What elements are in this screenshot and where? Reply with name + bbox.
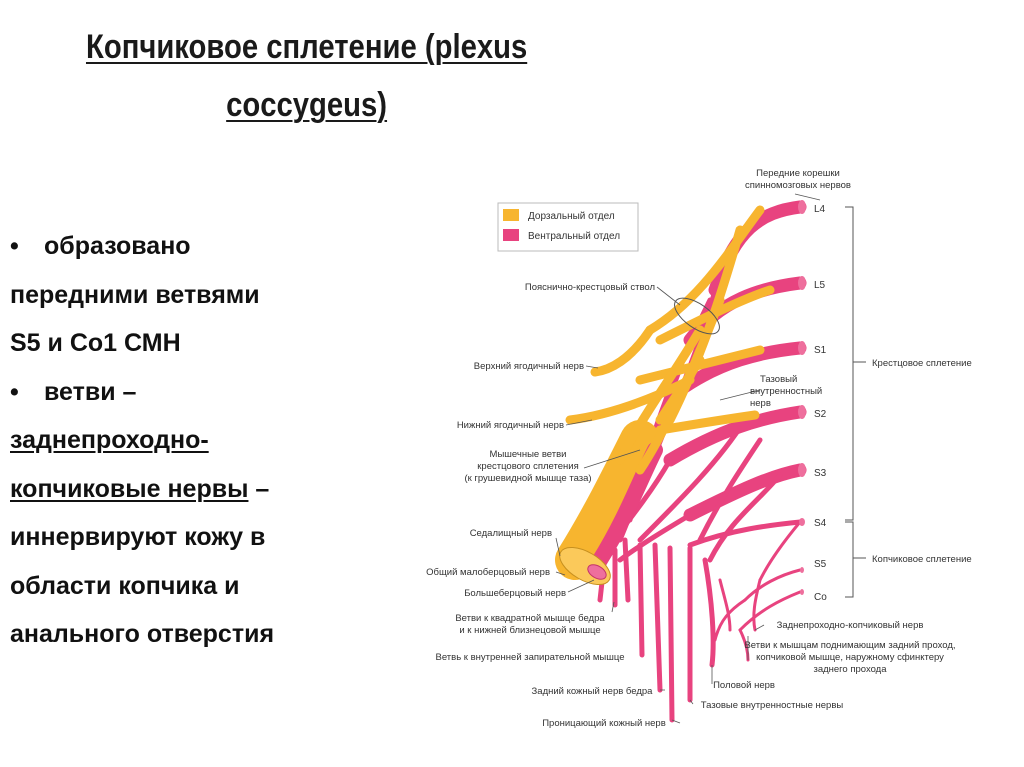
label-top-2: спинномозговых нервов	[745, 180, 851, 191]
label-perforating: Проницающий кожный нерв	[542, 718, 666, 729]
slide-title: Копчиковое сплетение (plexus coccygeus)	[40, 18, 573, 134]
label-peroneal: Общий малоберцовый нерв	[426, 567, 550, 578]
root-label-s3: S3	[814, 468, 827, 479]
text-line: анального отверстия	[10, 620, 275, 648]
label-quadratus-2: и к нижней близнецовой мышце	[459, 625, 600, 636]
root-trunk-s3	[683, 463, 807, 522]
legend-label-dorsal: Дорзальный отдел	[528, 211, 615, 222]
label-sup-gluteal: Верхний ягодичный нерв	[474, 361, 584, 372]
root-label-s2: S2	[814, 409, 827, 420]
sciatic-trunk-dorsal	[555, 420, 660, 580]
label-post-femoral: Задний кожный нерв бедра	[532, 686, 654, 697]
bullet-item-2: •ветви –	[10, 368, 390, 417]
label-levator-1: Ветви к мышцам поднимающим задний проход…	[744, 640, 955, 651]
dorsal-fibers	[565, 205, 775, 475]
underlined-term: копчиковые нервы	[10, 474, 249, 503]
sacral-bracket	[845, 206, 854, 521]
label-splanchnic-2: внутренностный	[750, 386, 822, 397]
label-top-1: Передние корешки	[756, 168, 840, 179]
text-line: передними ветвями	[10, 280, 260, 309]
bullet-icon: •	[10, 232, 19, 260]
label-levator-2: копчиковой мышце, наружному сфинктеру	[756, 652, 944, 663]
text-line: иннервируют кожу в	[10, 523, 266, 551]
label-levator-3: заднего прохода	[813, 664, 887, 675]
lumbosacral-trunk-marker	[674, 297, 720, 335]
label-obturator: Ветвь к внутренней запирательной мышце	[436, 652, 625, 663]
text-line: копчиковые нервы –	[10, 474, 270, 503]
title-line-2: coccygeus)	[226, 86, 388, 124]
bracket-label-sacral: Крестцовое сплетение	[872, 358, 972, 369]
bracket-label-coccygeal: Копчиковое сплетение	[872, 554, 972, 565]
tibial-cut-end	[587, 564, 607, 580]
root-label-l5: L5	[814, 280, 826, 291]
legend-swatch-dorsal	[503, 209, 519, 221]
label-muscular-1: Мышечные ветви	[490, 449, 567, 460]
bullet-icon: •	[10, 377, 19, 406]
bullet-item-1: •образовано	[10, 222, 390, 271]
nerve-drawing	[555, 200, 807, 723]
root-end-caps	[798, 200, 806, 595]
label-quadratus-1: Ветви к квадратной мышце бедра	[455, 613, 605, 624]
root-label-l4: L4	[814, 204, 826, 215]
label-inf-gluteal: Нижний ягодичный нерв	[457, 420, 564, 431]
text-line: S5 и Со1 СМН	[10, 329, 181, 357]
root-label-s4: S4	[814, 518, 827, 529]
title-line-1: Копчиковое сплетение (plexus	[85, 28, 528, 66]
legend: Дорзальный отдел Вентральный отдел	[497, 202, 639, 252]
root-label-co: Co	[814, 592, 827, 603]
label-muscular-2: крестцового сплетения	[477, 461, 578, 472]
text-line: области копчика и	[10, 571, 240, 600]
leader-lines	[555, 193, 821, 724]
slide-body-text: •образовано передними ветвями S5 и Со1 С…	[10, 222, 390, 659]
root-label-s1: S1	[814, 345, 827, 356]
label-pelvic-splanchnic: Тазовые внутренностные нервы	[701, 700, 844, 711]
label-anococcygeal: Заднепроходно-копчиковый нерв	[777, 620, 924, 631]
label-splanchnic-1: Тазовый	[760, 374, 797, 385]
legend-label-ventral: Вентральный отдел	[528, 231, 620, 242]
brackets	[845, 206, 866, 598]
label-sciatic: Седалищный нерв	[470, 528, 552, 539]
text-line-underlined: заднепроходно-	[10, 426, 209, 454]
label-tibial: Большеберцовый нерв	[464, 588, 566, 599]
label-pudendal: Половой нерв	[713, 680, 775, 691]
label-muscular-3: (к грушевидной мышце таза)	[464, 473, 591, 484]
coccygeal-fibers	[713, 520, 802, 662]
legend-box	[497, 202, 639, 252]
root-label-s5: S5	[814, 559, 827, 570]
legend-swatch-ventral	[503, 229, 519, 241]
label-lumbosacral: Пояснично-крестцовый ствол	[525, 282, 655, 293]
coccygeal-bracket	[845, 521, 854, 598]
label-splanchnic-3: нерв	[750, 398, 771, 409]
